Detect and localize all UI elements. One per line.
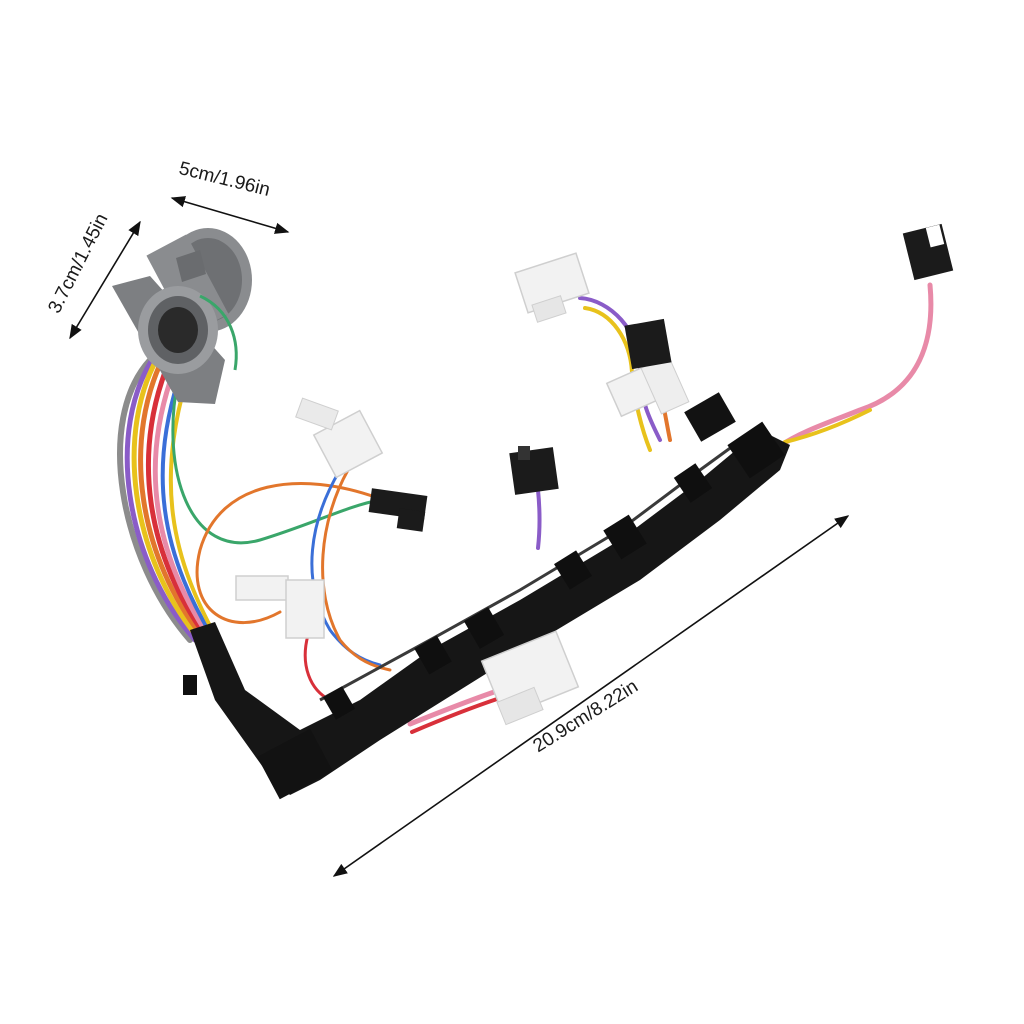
white-connector-upper-left: [295, 397, 384, 479]
white-connector-lower: [480, 630, 580, 726]
grey-main-connector: [112, 228, 252, 404]
wire-bundle-lower-2: [410, 696, 502, 734]
black-carrier-housing: [183, 392, 790, 800]
wire-pink-striped: [777, 282, 934, 449]
wire-bundle-lower: [407, 687, 503, 727]
length-dimension-arrow: [332, 515, 850, 877]
black-connector-top: [624, 318, 672, 370]
wire-green-loop: [171, 378, 382, 545]
white-connector-top: [514, 252, 590, 323]
black-connector-center: [509, 446, 559, 495]
height-dimension-arrow: [69, 220, 141, 340]
wire-purple-mid: [536, 488, 542, 550]
wire-orange-drop: [321, 468, 392, 672]
white-connector-left: [235, 575, 325, 639]
width-dimension-arrow: [170, 196, 290, 234]
wire-red-drop: [303, 633, 332, 702]
wire-yellow-right: [783, 408, 872, 444]
black-connector-mid: [368, 488, 428, 532]
wire-bundle-main: [117, 343, 224, 650]
black-connector-far-right: [902, 223, 954, 281]
white-connector-right-cluster: [605, 355, 690, 418]
wire-orange-loop: [195, 482, 380, 624]
